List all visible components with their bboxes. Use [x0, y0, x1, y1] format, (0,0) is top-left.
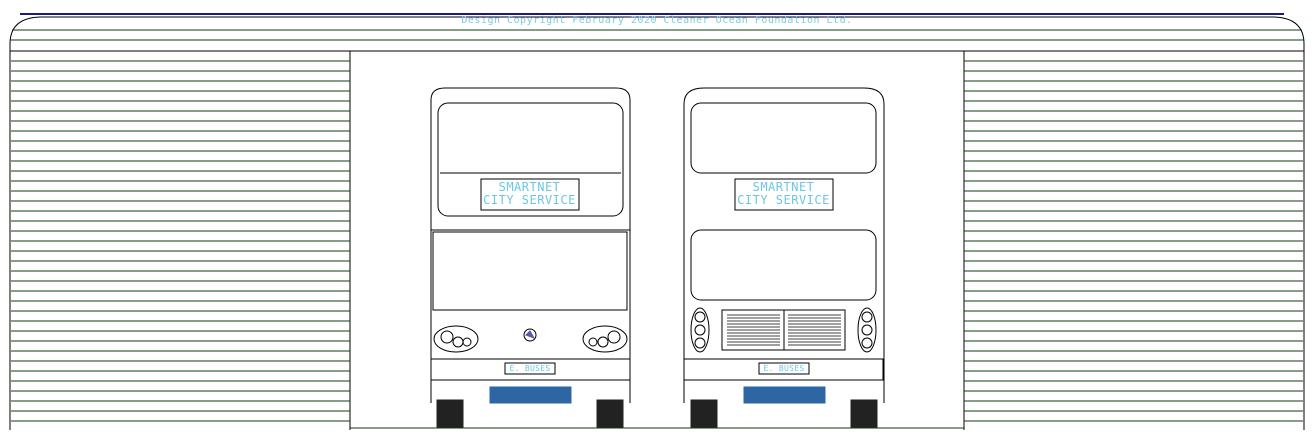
- rear-lights-left: [690, 307, 710, 353]
- badge-icon: [523, 328, 537, 342]
- rear-lights-right: [857, 307, 877, 353]
- bus-rear-bumper: [683, 358, 884, 381]
- shutter-left: [11, 60, 350, 422]
- bus-front-body: [430, 87, 631, 403]
- bus-front-bumper-blue: [489, 386, 572, 404]
- bus-front-destination-line1: SMARTNET: [498, 180, 561, 194]
- bus-rear-bumper-blue: [743, 386, 826, 404]
- engine-grille: [721, 309, 846, 351]
- shutter-right: [964, 60, 1303, 422]
- bus-rear-lower-window: [690, 229, 877, 301]
- bus-rear-plate-box: [758, 362, 810, 375]
- bus-front-upper-windscreen: [437, 102, 624, 217]
- bus-rear-tyre-left: [690, 399, 718, 428]
- bus-front: [430, 87, 631, 428]
- bus-rear-body: [683, 87, 885, 403]
- bus-front-destination: SMARTNET CITY SERVICE: [481, 179, 578, 209]
- bus-rear-tyre-right: [850, 399, 878, 428]
- bus-rear-destination-box: [734, 178, 834, 211]
- building-outline: [9, 13, 1305, 430]
- bus-rear-upper-window: [690, 102, 877, 174]
- bus-front-plate: E. BUSES: [509, 364, 551, 373]
- bus-front-tyre-right: [596, 399, 624, 428]
- headlight-right: [582, 325, 628, 353]
- bus-rear-destination-line1: SMARTNET: [752, 180, 815, 194]
- bus-front-plate-box: [504, 362, 556, 375]
- headlight-left: [433, 325, 479, 353]
- roof-curve: [9, 16, 1305, 430]
- bus-rear: [683, 87, 885, 428]
- bus-front-destination-box: [480, 178, 580, 211]
- bus-front-lower-windscreen: [432, 231, 628, 311]
- bus-front-destination-line2: CITY SERVICE: [483, 193, 576, 207]
- bus-front-bumper: [430, 358, 631, 381]
- bus-rear-destination: SMARTNET CITY SERVICE: [735, 179, 832, 209]
- bus-rear-destination-line2: CITY SERVICE: [737, 193, 830, 207]
- copyright-caption: Design Copyright February 2020 Cleaner O…: [461, 15, 853, 26]
- bus-front-tyre-left: [436, 399, 464, 428]
- bus-rear-plate: E. BUSES: [763, 364, 805, 373]
